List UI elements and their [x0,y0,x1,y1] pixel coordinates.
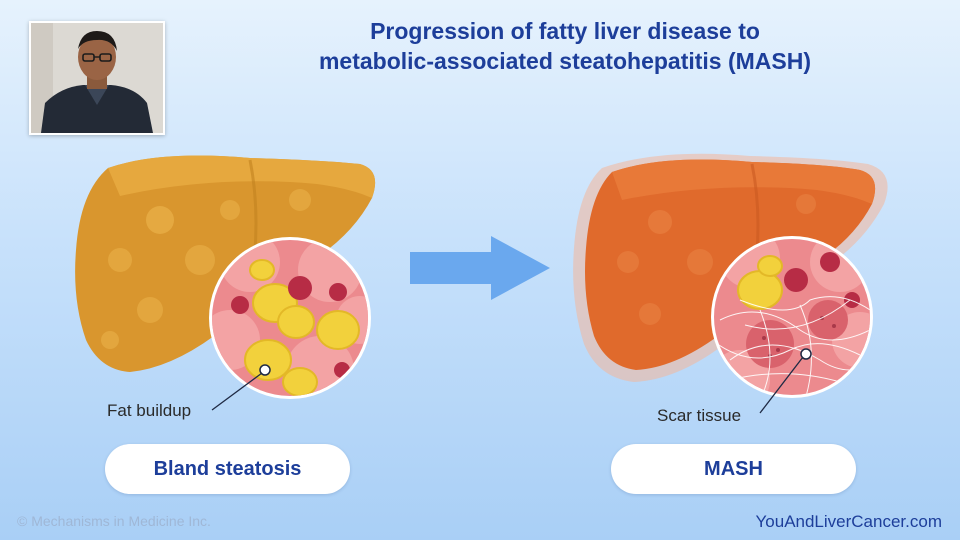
scar-tissue-magnifier [711,236,873,414]
presenter-video [29,21,165,135]
scar-tissue-callout: Scar tissue [657,406,742,425]
copyright-text: © Mechanisms in Medicine Inc. [17,513,211,529]
fat-buildup-callout: Fat buildup [107,401,192,420]
bland-steatosis-label: Bland steatosis [105,444,350,494]
page-title: Progression of fatty liver disease to me… [170,16,960,76]
fatty-tissue-magnifier [209,237,371,411]
title-line-1: Progression of fatty liver disease to [370,18,760,44]
website-text: YouAndLiverCancer.com [755,512,943,531]
fatty-liver-illustration [75,155,376,372]
progression-arrow-icon [410,236,550,300]
mash-label: MASH [611,444,856,494]
title-line-2: metabolic-associated steatohepatitis (MA… [318,48,812,74]
presenter-image [31,23,163,133]
